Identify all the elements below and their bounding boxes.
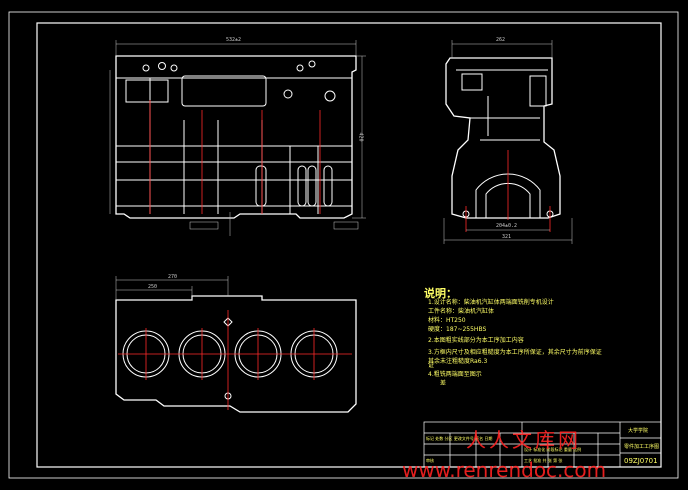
dim-top-width-a: 250 — [148, 284, 158, 290]
title-block-school: 大学学院 — [628, 428, 649, 434]
title-block-drawing-no: 09ZJ0701 — [624, 457, 658, 465]
title-block-row-c: 审核 — [426, 458, 434, 463]
inner-border — [36, 22, 662, 468]
title-block-row-d: 工艺 批准 共 张 第 张 — [524, 458, 563, 463]
title-block — [423, 421, 662, 468]
title-block-drawing-name: 零件加工工序图 — [624, 444, 660, 450]
side-view-dimensions — [443, 40, 573, 244]
top-view-dimensions — [115, 276, 229, 300]
dim-side-base-inner: 204±0.2 — [496, 223, 518, 229]
note-line: 3.方框内尺寸及相应粗糙度为本工序所保证，其余尺寸为前序保证 — [428, 349, 602, 356]
watermark-cn: 人人文库网 — [466, 428, 581, 452]
dim-top-width-b: 270 — [168, 274, 178, 280]
note-line: 差 — [440, 380, 447, 387]
note-line: 硬度：187~255HBS — [428, 326, 487, 333]
side-view — [445, 57, 561, 219]
note-line: 工件名称：柴油机汽缸体 — [428, 308, 495, 315]
dim-side-width: 262 — [496, 37, 506, 43]
notes-title: 说明： — [424, 287, 457, 300]
note-line: 2.本图粗实线部分为本工序加工内容 — [428, 337, 524, 344]
note-line: 证 — [428, 362, 435, 369]
top-view-centerlines — [118, 310, 352, 410]
note-line: 1.设计名称：柴油机汽缸体两端面铣削专机设计 — [428, 299, 554, 306]
dim-front-width: 532±2 — [226, 37, 242, 43]
side-view-centerlines — [465, 150, 551, 232]
note-line: 4.粗铣两端面至图示 — [428, 371, 482, 378]
watermark-url: www.renrendoc.com — [402, 458, 607, 482]
outer-border — [8, 11, 679, 479]
title-block-row-b: 设计 标准化 阶段标记 重量 比例 — [524, 447, 582, 452]
front-view-dimensions — [109, 40, 366, 236]
note-line: 其余未注粗糙度Ra6.3 — [428, 358, 488, 365]
title-block-row-a: 标记 处数 分区 更改文件号 签名 日期 — [426, 436, 493, 441]
dim-side-base-outer: 321 — [502, 234, 512, 240]
front-view-centerlines — [149, 100, 321, 214]
note-line: 材料：HT250 — [428, 317, 466, 324]
dim-front-height: 420 — [357, 132, 364, 142]
